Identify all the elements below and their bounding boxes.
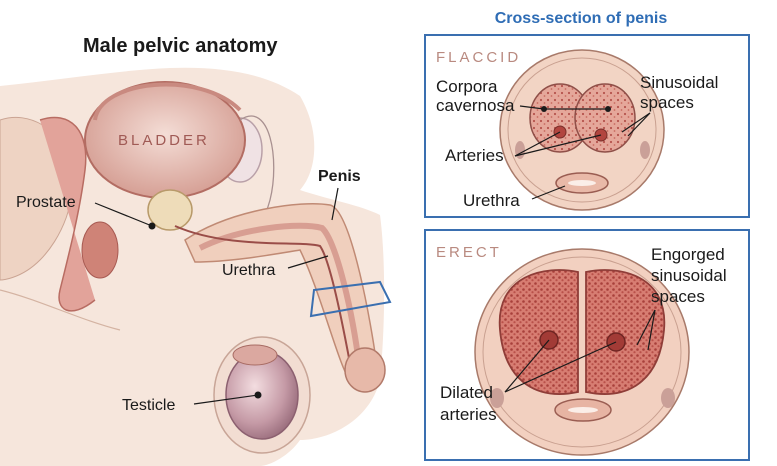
engorged-label-line2: sinusoidal <box>651 266 727 285</box>
sinusoidal-label-line2: spaces <box>640 93 694 112</box>
pelvic-illustration: BLADDER <box>0 67 392 466</box>
rectal-fold <box>81 221 119 279</box>
flaccid-vein-right <box>640 141 650 159</box>
main-title: Male pelvic anatomy <box>83 35 278 57</box>
rectum <box>39 116 96 312</box>
penis-label: Penis <box>318 168 361 185</box>
arteries-label: Arteries <box>445 146 504 165</box>
testicle-leader <box>193 394 259 405</box>
corpora-leader-left <box>519 105 545 110</box>
panel-title: Cross-section of penis <box>495 10 668 27</box>
urethra-anatomy-label: Urethra <box>222 262 275 279</box>
gluteal-fold <box>0 289 121 331</box>
arteries-leader-right <box>514 134 602 157</box>
flaccid-vein-left <box>515 141 525 159</box>
corpora-dot-right <box>605 106 611 112</box>
corpus-line <box>198 222 361 357</box>
engorged-label-line3: spaces <box>651 287 705 306</box>
erect-vein-right <box>661 388 675 408</box>
bladder-wall <box>93 82 242 121</box>
epididymis <box>232 344 278 366</box>
erect-heading: ERECT <box>436 244 502 261</box>
engorged-leader-a <box>636 309 656 346</box>
flaccid-cross-section <box>499 49 665 211</box>
glans <box>344 347 386 393</box>
erect-corpus-right <box>585 269 666 395</box>
bladder-label: BLADDER <box>118 132 210 149</box>
dilated-leader-right <box>504 341 617 393</box>
erect-vein-left <box>490 388 504 408</box>
prostate-label: Prostate <box>16 194 76 211</box>
flaccid-heading: FLACCID <box>436 49 521 66</box>
dilated-leader-left <box>504 339 550 393</box>
section-plane-marker <box>309 280 392 318</box>
engorged-leader-b <box>647 309 656 351</box>
dilated-label-line2: arteries <box>440 405 497 424</box>
dilated-label-line1: Dilated <box>440 383 493 402</box>
engorged-label-line1: Engorged <box>651 245 725 264</box>
prostate-leader <box>94 202 153 227</box>
corpora-label-line1: Corpora <box>436 77 498 96</box>
sinusoidal-leader-b <box>627 112 651 137</box>
corpora-label-line2: cavernosa <box>436 96 515 115</box>
flaccid-urethra-leader <box>531 185 566 200</box>
sinusoidal-label-line1: Sinusoidal <box>640 73 718 92</box>
erect-corpus-left <box>498 269 579 395</box>
urethra-leader <box>287 255 329 269</box>
prostate-dot <box>148 222 156 230</box>
urethra-tract <box>174 225 353 375</box>
flaccid-urethra-label: Urethra <box>463 191 520 210</box>
penis-leader <box>331 187 339 221</box>
prostate-organ <box>147 189 193 231</box>
testicle-dot <box>254 391 262 399</box>
erect-cross-section <box>474 248 690 456</box>
flaccid-corpus-right <box>574 83 636 153</box>
testicle-label: Testicle <box>122 397 175 414</box>
flaccid-urethra-lumen <box>568 180 596 186</box>
sinusoidal-leader-a <box>621 112 651 133</box>
erect-urethra-lumen <box>568 407 598 413</box>
arteries-leader-left <box>514 131 561 157</box>
